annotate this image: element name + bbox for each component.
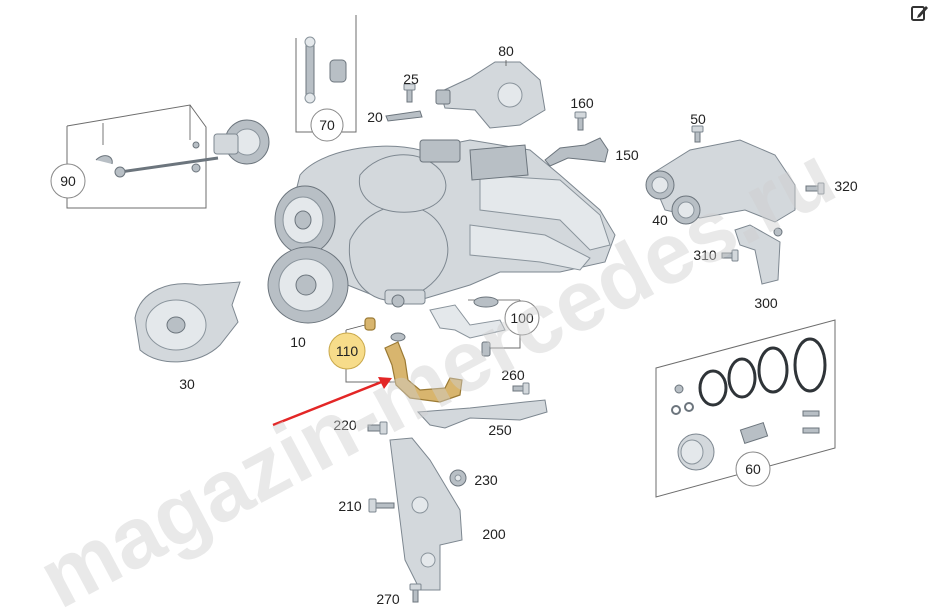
callout-90[interactable]: 90 [50, 163, 86, 199]
part-270-bolt[interactable] [409, 583, 422, 603]
callout-90-label: 90 [60, 173, 76, 189]
callout-110[interactable]: 110 [328, 332, 366, 370]
label-25[interactable]: 25 [403, 71, 419, 87]
label-310[interactable]: 310 [693, 247, 717, 263]
label-40[interactable]: 40 [652, 212, 668, 228]
callout-100[interactable]: 100 [504, 300, 540, 336]
part-250-strut[interactable] [416, 399, 548, 429]
callout-100-label: 100 [510, 310, 534, 326]
turbocharger-assembly[interactable] [267, 139, 616, 324]
part-30-actuator[interactable] [134, 281, 241, 363]
edit-icon[interactable] [910, 3, 930, 23]
label-320[interactable]: 320 [834, 178, 858, 194]
part-310-bolt[interactable] [721, 249, 739, 262]
part-50-bolt[interactable] [691, 125, 704, 143]
callout-70-label: 70 [319, 117, 335, 133]
label-10[interactable]: 10 [290, 334, 306, 350]
highlight-arrow [272, 377, 392, 427]
label-260[interactable]: 260 [501, 367, 525, 383]
part-40-manifold[interactable] [645, 139, 796, 225]
callout-70[interactable]: 70 [310, 108, 344, 142]
part-100-group[interactable] [429, 296, 521, 357]
callout-60-label: 60 [745, 461, 761, 477]
part-60-group[interactable] [655, 319, 836, 498]
label-80[interactable]: 80 [498, 43, 514, 59]
callout-60[interactable]: 60 [735, 451, 771, 487]
part-25-bolt[interactable] [403, 83, 416, 103]
label-270[interactable]: 270 [376, 591, 400, 607]
label-300[interactable]: 300 [754, 295, 778, 311]
part-20-link[interactable] [385, 110, 423, 122]
label-220[interactable]: 220 [333, 417, 357, 433]
part-160-bolt[interactable] [574, 111, 587, 131]
part-260-bolt[interactable] [512, 382, 530, 395]
label-160[interactable]: 160 [570, 95, 594, 111]
part-90-group[interactable] [66, 104, 270, 209]
part-230-nut[interactable] [449, 469, 467, 487]
part-150-hose[interactable] [544, 137, 609, 167]
part-80-valve[interactable] [435, 60, 546, 129]
part-210-bolt[interactable] [368, 498, 395, 513]
label-210[interactable]: 210 [338, 498, 362, 514]
callout-110-label: 110 [336, 343, 359, 359]
edit-pencil-icon [911, 6, 928, 21]
label-50[interactable]: 50 [690, 111, 706, 127]
label-150[interactable]: 150 [615, 147, 639, 163]
part-300-bracket[interactable] [734, 224, 783, 285]
label-230[interactable]: 230 [474, 472, 498, 488]
part-200-bracket[interactable] [389, 437, 463, 591]
label-20[interactable]: 20 [367, 109, 383, 125]
label-200[interactable]: 200 [482, 526, 506, 542]
label-250[interactable]: 250 [488, 422, 512, 438]
part-320-bolt[interactable] [805, 182, 825, 195]
label-30[interactable]: 30 [179, 376, 195, 392]
part-220-bolt[interactable] [367, 421, 388, 435]
